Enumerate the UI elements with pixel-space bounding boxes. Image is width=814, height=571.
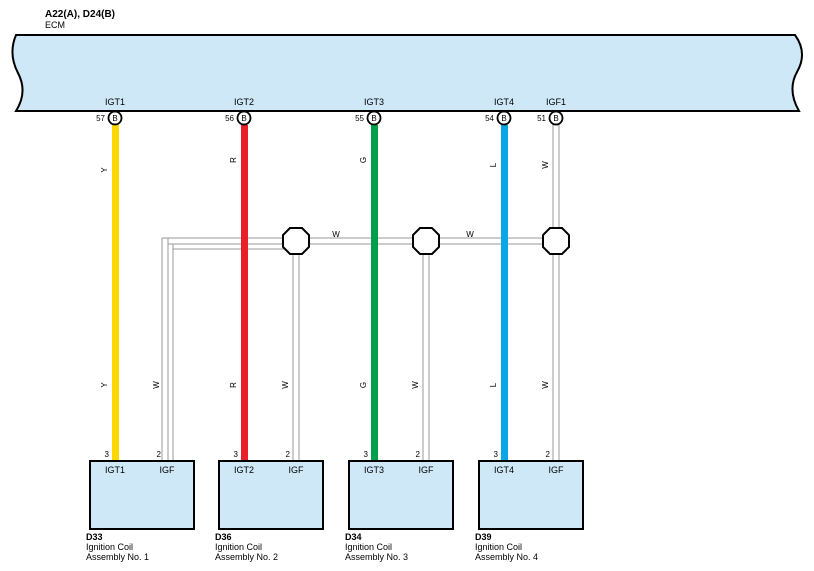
wire-igt3-green xyxy=(371,125,378,462)
ignition-coil-2: IGT2 IGF 3 2 D36 Ignition Coil Assembly … xyxy=(215,450,324,562)
svg-text:Ignition Coil: Ignition Coil xyxy=(475,542,522,552)
wire-label-w-upper: W xyxy=(541,161,550,169)
wire-label-l-upper: L xyxy=(489,162,498,167)
wire-label-r-upper: R xyxy=(229,157,238,163)
svg-text:56: 56 xyxy=(225,114,234,123)
ecm-signal-igt3: IGT3 xyxy=(364,97,384,107)
svg-text:B: B xyxy=(553,114,558,123)
svg-text:IGF: IGF xyxy=(419,465,435,475)
svg-text:IGF: IGF xyxy=(549,465,565,475)
svg-text:2: 2 xyxy=(157,450,162,459)
wire-label-w-bus: W xyxy=(466,230,474,239)
wire-label-r-lower: R xyxy=(229,382,238,388)
svg-text:IGT4: IGT4 xyxy=(494,465,514,475)
svg-text:Assembly No. 2: Assembly No. 2 xyxy=(215,552,278,562)
ecm-pin-55: B 55 xyxy=(355,110,382,126)
svg-text:D36: D36 xyxy=(215,532,232,542)
connector-ids: A22(A), D24(B) xyxy=(45,9,115,20)
svg-text:Assembly No. 4: Assembly No. 4 xyxy=(475,552,538,562)
svg-text:2: 2 xyxy=(416,450,421,459)
ecm-label: ECM xyxy=(45,20,65,30)
svg-text:Ignition Coil: Ignition Coil xyxy=(86,542,133,552)
svg-text:2: 2 xyxy=(546,450,551,459)
wire-igt4-blue xyxy=(501,125,508,462)
wire-label-w-lower: W xyxy=(541,381,550,389)
wire-igt2-red xyxy=(241,125,248,462)
svg-text:IGF: IGF xyxy=(160,465,176,475)
svg-text:54: 54 xyxy=(485,114,494,123)
svg-text:IGT3: IGT3 xyxy=(364,465,384,475)
ecm-signal-igt2: IGT2 xyxy=(234,97,254,107)
svg-text:3: 3 xyxy=(364,450,369,459)
svg-text:3: 3 xyxy=(494,450,499,459)
igf-wire-network xyxy=(161,124,560,462)
splice-point xyxy=(542,227,570,255)
wire-label-y-lower: Y xyxy=(100,382,109,388)
splice-point xyxy=(412,227,440,255)
svg-text:3: 3 xyxy=(105,450,110,459)
svg-text:57: 57 xyxy=(96,114,105,123)
svg-text:IGF: IGF xyxy=(289,465,305,475)
svg-text:55: 55 xyxy=(355,114,364,123)
svg-text:B: B xyxy=(112,114,117,123)
ignition-coil-3: IGT3 IGF 3 2 D34 Ignition Coil Assembly … xyxy=(345,450,454,562)
splice-point xyxy=(282,227,310,255)
svg-text:D39: D39 xyxy=(475,532,492,542)
svg-text:IGT2: IGT2 xyxy=(234,465,254,475)
svg-text:Ignition Coil: Ignition Coil xyxy=(215,542,262,552)
svg-text:Assembly No. 1: Assembly No. 1 xyxy=(86,552,149,562)
wire-label-g-lower: G xyxy=(359,382,368,388)
svg-text:D33: D33 xyxy=(86,532,103,542)
svg-text:2: 2 xyxy=(286,450,291,459)
wire-label-y-upper: Y xyxy=(100,167,109,173)
wire-label-l-lower: L xyxy=(489,382,498,387)
ecm-signal-igt4: IGT4 xyxy=(494,97,514,107)
svg-text:3: 3 xyxy=(234,450,239,459)
ecm-signal-igt1: IGT1 xyxy=(105,97,125,107)
ecm-pin-57: B 57 xyxy=(96,110,123,126)
wire-igt1-yellow xyxy=(112,125,119,462)
wire-label-w-lower: W xyxy=(411,381,420,389)
svg-text:Assembly No. 3: Assembly No. 3 xyxy=(345,552,408,562)
wire-label-w-lower: W xyxy=(281,381,290,389)
svg-text:Ignition Coil: Ignition Coil xyxy=(345,542,392,552)
ecm-pin-54: B 54 xyxy=(485,110,512,126)
wire-label-w-lower: W xyxy=(152,381,161,389)
svg-text:D34: D34 xyxy=(345,532,362,542)
wire-label-w-bus: W xyxy=(332,230,340,239)
svg-text:IGT1: IGT1 xyxy=(105,465,125,475)
wire-label-g-upper: G xyxy=(359,157,368,163)
ecm-signal-igf1: IGF1 xyxy=(546,97,566,107)
svg-text:B: B xyxy=(241,114,246,123)
svg-text:B: B xyxy=(371,114,376,123)
ecm-pin-51: B 51 xyxy=(537,110,564,126)
ecm-pin-56: B 56 xyxy=(225,110,252,126)
ecm-body xyxy=(11,34,803,112)
svg-text:51: 51 xyxy=(537,114,546,123)
ignition-coil-4: IGT4 IGF 3 2 D39 Ignition Coil Assembly … xyxy=(475,450,584,562)
ignition-coil-1: IGT1 IGF 3 2 D33 Ignition Coil Assembly … xyxy=(86,450,195,562)
svg-text:B: B xyxy=(501,114,506,123)
